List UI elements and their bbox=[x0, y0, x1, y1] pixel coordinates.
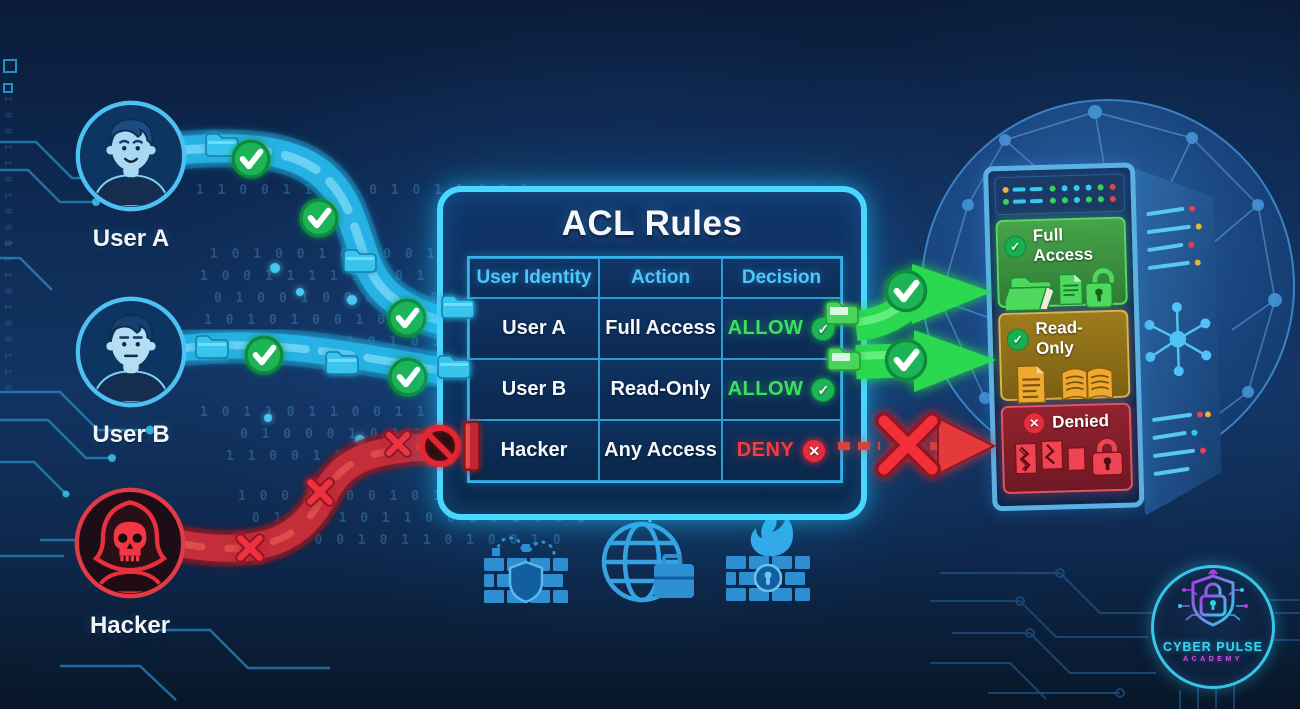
user-a-label: User A bbox=[92, 225, 170, 252]
user-a-node: User A bbox=[61, 98, 201, 253]
row-user-b-identity: User B bbox=[469, 359, 599, 420]
open-padlock-icon bbox=[1085, 268, 1115, 309]
column-header-user-identity: User Identity bbox=[469, 258, 599, 298]
user-a-avatar bbox=[75, 100, 187, 212]
user-b-avatar bbox=[75, 296, 187, 408]
full-access-icons bbox=[1004, 268, 1115, 312]
logo-line1: CYBER PULSE bbox=[1163, 640, 1263, 654]
allow-arrow-1 bbox=[854, 264, 992, 341]
flame bbox=[750, 512, 794, 557]
logo-shield-lock-icon bbox=[1178, 569, 1248, 627]
full-access-label: Full Access bbox=[1032, 225, 1094, 266]
column-header-action: Action bbox=[599, 258, 722, 298]
full-access-panel: ✓ Full Access bbox=[995, 216, 1128, 312]
allow-check-icon: ✓ bbox=[811, 377, 836, 402]
check-badge-icon bbox=[233, 141, 426, 395]
row-user-b-decision: ALLOW ✓ bbox=[722, 359, 841, 420]
row-hacker-action: Any Access bbox=[599, 420, 722, 481]
document-icon bbox=[1058, 273, 1084, 306]
read-only-label: Read-Only bbox=[1035, 317, 1083, 359]
hacker-avatar bbox=[74, 487, 186, 599]
firewall-shield-icon bbox=[478, 522, 574, 610]
row-user-a-identity: User A bbox=[469, 298, 599, 359]
status-led bbox=[1002, 186, 1009, 194]
led-grid bbox=[1049, 183, 1117, 204]
server-front-face: ✓ Full Access bbox=[982, 162, 1145, 512]
hacker-label: Hacker bbox=[89, 612, 171, 639]
server-tower: ✓ Full Access bbox=[982, 160, 1243, 532]
acl-rules-panel: ACL Rules User Identity Action Decision … bbox=[437, 186, 867, 520]
allow-text: ALLOW bbox=[727, 317, 804, 339]
acl-rules-title: ACL Rules bbox=[561, 204, 743, 243]
check-badge-icon: ✓ bbox=[1006, 328, 1030, 351]
allow-arrow-2 bbox=[855, 330, 996, 392]
user-b-label: User B bbox=[92, 421, 170, 448]
read-only-icons bbox=[1016, 365, 1114, 404]
deny-text: DENY bbox=[736, 439, 795, 461]
firewall-flame-icon bbox=[722, 510, 814, 606]
x-badge-icon: ✕ bbox=[1022, 411, 1046, 435]
row-user-a-decision: ALLOW ✓ bbox=[722, 298, 841, 359]
check-badge-icon: ✓ bbox=[1003, 235, 1027, 258]
broken-file-icon bbox=[1014, 439, 1086, 475]
globe-network-icon bbox=[576, 500, 700, 614]
briefcase-icon bbox=[654, 554, 694, 598]
column-header-decision: Decision bbox=[722, 258, 841, 298]
row-hacker-identity: Hacker bbox=[469, 420, 599, 481]
open-book-icon bbox=[1061, 367, 1114, 402]
user-b-node: User B bbox=[61, 294, 201, 449]
row-user-b-action: Read-Only bbox=[599, 359, 722, 420]
deny-x-icon bbox=[875, 412, 941, 478]
denied-panel: ✕ Denied bbox=[1000, 402, 1134, 495]
binary-texture: 0 1 1 0 1 0 0 1 1 0 bbox=[2, 240, 13, 393]
allow-check-icon: ✓ bbox=[811, 316, 836, 341]
status-led bbox=[1002, 198, 1010, 206]
denied-icons bbox=[1014, 439, 1124, 476]
acl-table: User Identity Action Decision User A Ful… bbox=[467, 256, 843, 483]
locked-padlock-icon bbox=[1091, 439, 1124, 476]
allow-text: ALLOW bbox=[727, 378, 804, 400]
deny-x-icon: ✕ bbox=[802, 438, 827, 463]
binary-texture: 1 0 0 1 1 0 1 0 0 1 bbox=[2, 96, 13, 249]
hacker-node: Hacker bbox=[60, 485, 200, 640]
row-user-a-action: Full Access bbox=[599, 298, 722, 359]
denied-label: Denied bbox=[1052, 411, 1110, 432]
logo-line2: ACADEMY bbox=[1183, 656, 1243, 663]
server-status-bar bbox=[994, 173, 1126, 216]
read-only-panel: ✓ Read-Only bbox=[998, 309, 1131, 404]
row-hacker-decision: DENY ✕ bbox=[722, 420, 841, 481]
cyber-pulse-academy-logo: CYBER PULSE ACADEMY bbox=[1151, 565, 1275, 689]
server-side-detail bbox=[1135, 166, 1223, 516]
document-icon bbox=[1016, 365, 1047, 404]
server-side-face bbox=[1135, 166, 1223, 516]
